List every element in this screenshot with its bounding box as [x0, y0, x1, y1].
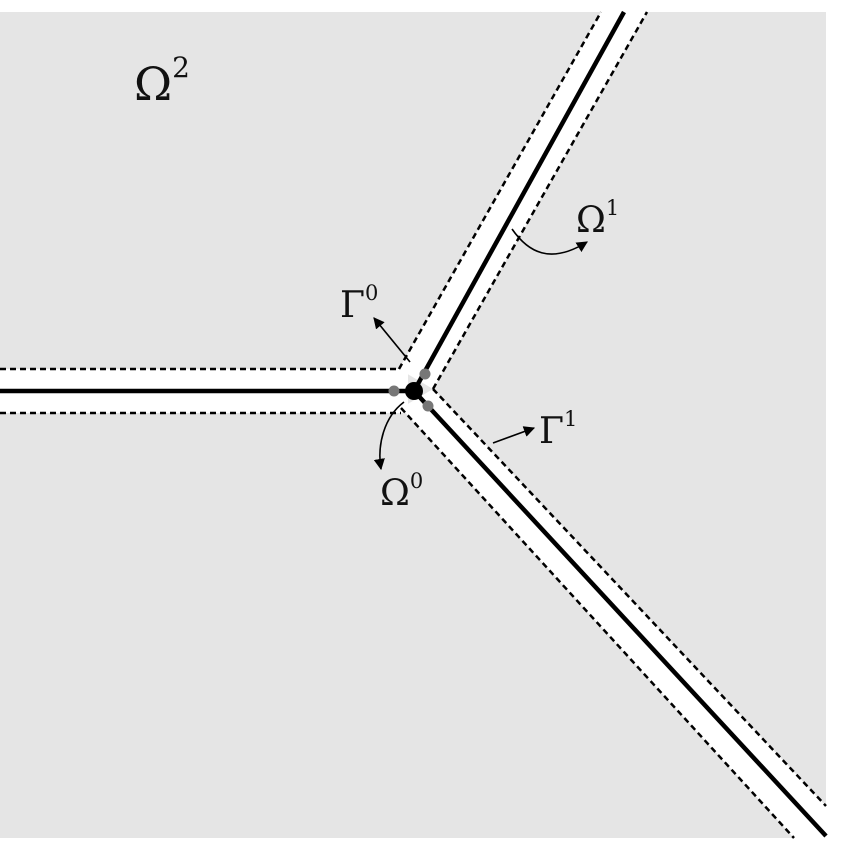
- gamma0-arrow: [373, 317, 411, 363]
- dashed-lower-bottom: [400, 407, 795, 839]
- annotation-arrows: [373, 228, 588, 471]
- dashed-upper-right: [431, 11, 649, 390]
- gamma1-label: Γ1: [539, 407, 577, 452]
- auxiliary-node-upper: [419, 368, 431, 380]
- omega1-label: Ω1: [576, 196, 619, 241]
- fracture-band-boundaries: [0, 11, 827, 839]
- fracture-band-upper: [399, 12, 647, 389]
- dashed-upper-left: [397, 11, 603, 370]
- fracture-lines: [0, 10, 828, 838]
- fracture-band-lower: [401, 389, 826, 838]
- gamma1-arrow: [492, 426, 536, 444]
- auxiliary-node-left: [388, 385, 400, 397]
- fracture-line-upper: [412, 10, 626, 393]
- omega1-arrow: [511, 228, 588, 255]
- omega0-arrow: [373, 401, 405, 471]
- omega0-label: Ω0: [380, 469, 423, 514]
- gamma0-label: Γ0: [340, 281, 378, 326]
- dashed-lower-top: [432, 388, 827, 807]
- auxiliary-node-lower: [422, 400, 434, 412]
- omega2-label: Ω2: [134, 51, 190, 111]
- junction-nodes: [388, 368, 434, 412]
- fracture-line-lower: [412, 389, 828, 838]
- junction-node: [405, 382, 423, 400]
